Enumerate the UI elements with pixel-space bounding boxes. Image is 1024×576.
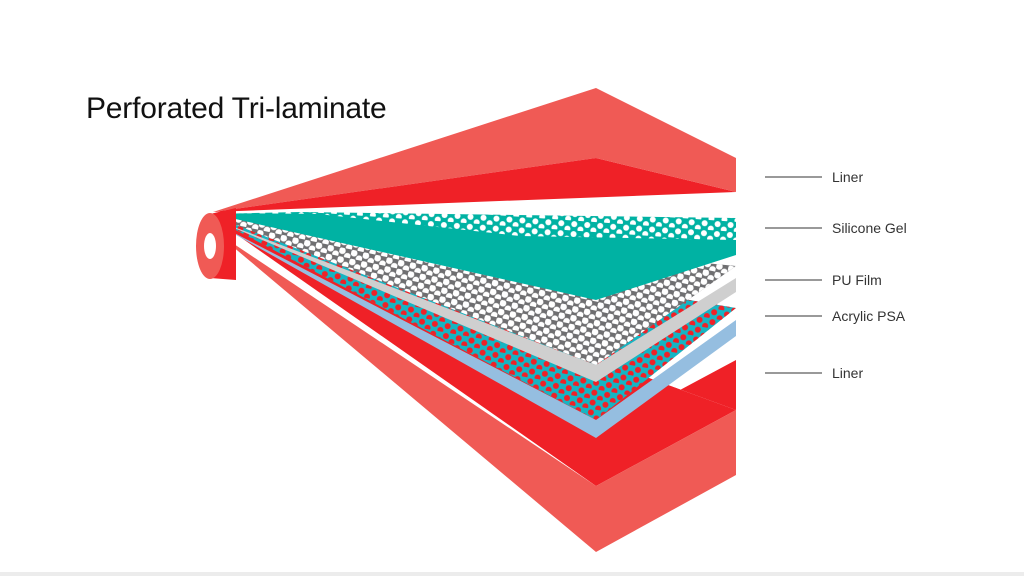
label-top-liner: Liner <box>832 169 863 185</box>
label-pu-film: PU Film <box>832 272 882 288</box>
top-liner-face <box>213 158 736 212</box>
top-liner-upper-face <box>213 88 596 212</box>
roll-core <box>204 233 216 259</box>
label-acrylic-psa: Acrylic PSA <box>832 308 906 324</box>
pu-film-perforation <box>213 216 736 365</box>
diagram-title: Perforated Tri-laminate <box>86 92 387 125</box>
bottom-liner-lower-face <box>213 230 596 552</box>
bottom-liner-front <box>596 410 736 552</box>
top-liner-perforation <box>213 208 330 214</box>
label-silicone-gel: Silicone Gel <box>832 220 907 236</box>
roll <box>196 208 236 280</box>
leader-lines <box>765 176 822 374</box>
silicone-gel-perforation <box>300 212 736 240</box>
layer-labels: Liner Silicone Gel PU Film Acrylic PSA L… <box>832 169 907 381</box>
label-bottom-liner: Liner <box>832 365 863 381</box>
top-liner-layer <box>213 88 736 214</box>
bottom-divider <box>0 572 1024 576</box>
pu-film-layer <box>213 216 736 382</box>
top-liner-front <box>596 88 736 192</box>
silicone-gel-layer <box>213 212 736 300</box>
